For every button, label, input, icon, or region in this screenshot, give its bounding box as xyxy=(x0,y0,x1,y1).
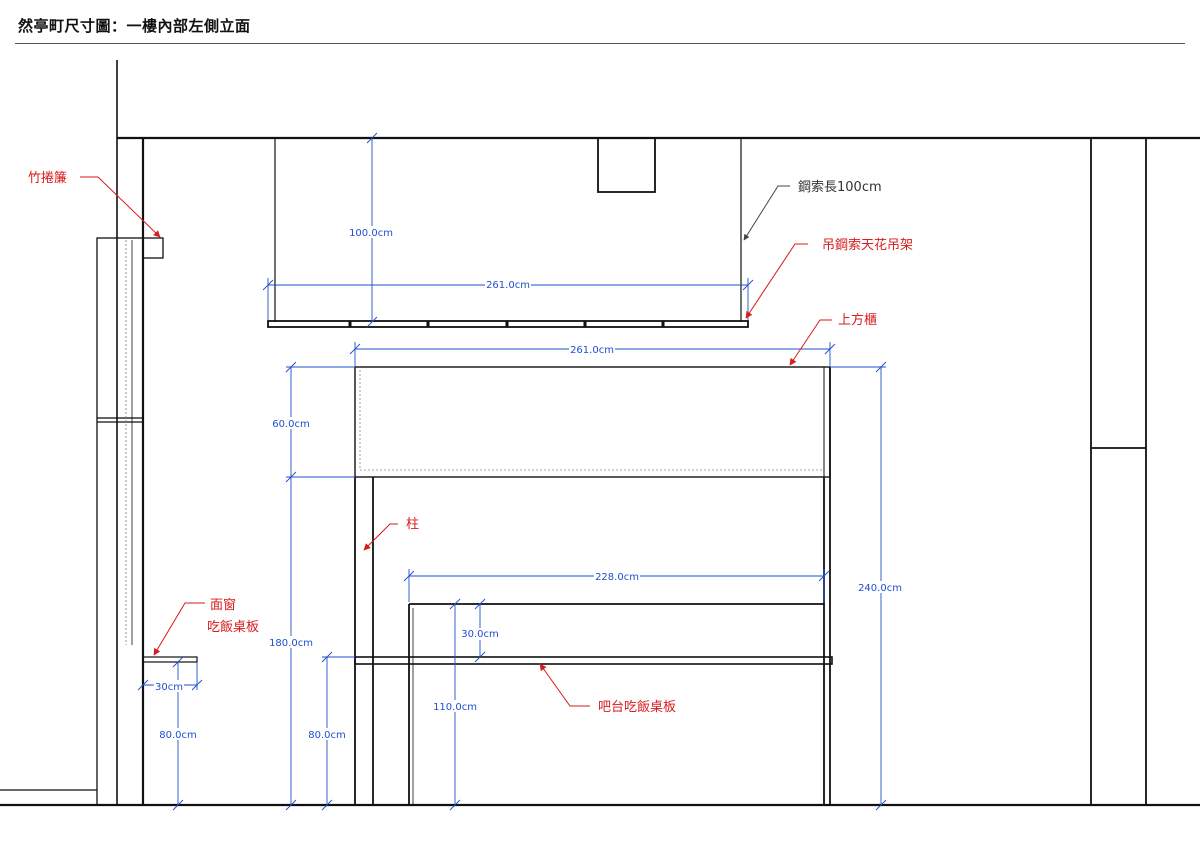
dim-total-height: 240.0cm xyxy=(858,583,902,594)
callout-window-board-line2: 吃飯桌板 xyxy=(207,619,259,635)
dim-cabinet-width: 261.0cm xyxy=(570,345,614,356)
callout-steel-cable: 鋼索長100cm xyxy=(798,180,882,195)
title-divider xyxy=(15,43,1185,44)
callout-leader-cable xyxy=(743,185,790,241)
callout-bamboo-blind: 竹捲簾 xyxy=(28,170,67,186)
callout-ceiling-rack: 吊鋼索天花吊架 xyxy=(822,237,913,253)
dim-bar-riser: 30.0cm xyxy=(461,629,499,640)
structure-lines xyxy=(0,60,1200,807)
dim-counter-height: 80.0cm xyxy=(308,730,346,741)
dim-hang-height: 100.0cm xyxy=(349,228,393,239)
callout-labels: 竹捲簾 鋼索長100cm 吊鋼索天花吊架 上方櫃 柱 面窗 吃飯桌板 吧台吃飯桌… xyxy=(28,170,913,715)
dim-bar-width: 228.0cm xyxy=(595,572,639,583)
page-title: 然亭町尺寸圖：一樓內部左側立面 xyxy=(18,17,251,35)
dim-rack-width: 261.0cm xyxy=(486,280,530,291)
callout-bar-board: 吧台吃飯桌板 xyxy=(598,699,676,715)
dim-cabinet-height: 60.0cm xyxy=(272,419,310,430)
callout-column: 柱 xyxy=(406,517,419,532)
dim-window-board-height: 80.0cm xyxy=(159,730,197,741)
callout-upper-cabinet: 上方櫃 xyxy=(838,312,877,328)
dim-bar-height: 110.0cm xyxy=(433,702,477,713)
callout-window-board-line1: 面窗 xyxy=(210,597,236,613)
dimension-lines xyxy=(137,132,887,811)
callout-leaders xyxy=(80,176,832,707)
dim-under-cabinet-height: 180.0cm xyxy=(269,638,313,649)
dim-window-board-depth: 30cm xyxy=(155,682,183,693)
dimension-labels: 100.0cm 261.0cm 261.0cm 60.0cm 180.0cm 2… xyxy=(154,226,903,741)
